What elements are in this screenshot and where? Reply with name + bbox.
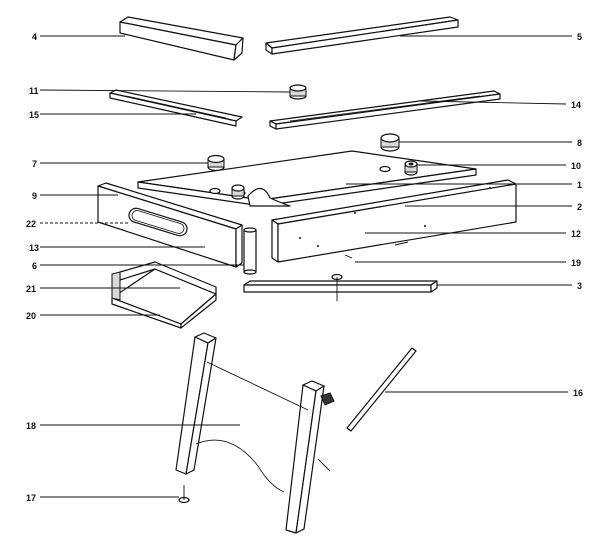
- callout-3: 3: [437, 281, 582, 291]
- svg-text:15: 15: [29, 110, 39, 120]
- part-22-slot: [128, 207, 188, 237]
- callout-7: 7: [32, 159, 208, 169]
- callout-9: 9: [32, 191, 118, 201]
- part-21-tray: [111, 261, 217, 329]
- callout-14: 14: [419, 100, 581, 110]
- part-16-rod: [346, 347, 417, 432]
- callout-2: 2: [405, 202, 582, 212]
- callout-15: 15: [29, 110, 196, 120]
- callout-20: 20: [26, 311, 160, 321]
- callout-16: 16: [385, 388, 583, 398]
- part-10-posts: [231, 160, 418, 200]
- callout-4: 4: [32, 32, 125, 42]
- callout-11: 11: [29, 86, 291, 96]
- svg-text:18: 18: [26, 421, 36, 431]
- svg-text:4: 4: [32, 32, 37, 42]
- svg-text:8: 8: [577, 138, 582, 148]
- part-7-bumper: [207, 154, 225, 172]
- callout-22: 22: [26, 219, 128, 229]
- svg-text:7: 7: [32, 159, 37, 169]
- svg-text:20: 20: [26, 311, 36, 321]
- svg-text:21: 21: [26, 284, 36, 294]
- callout-8: 8: [399, 138, 582, 148]
- callout-5: 5: [400, 32, 582, 42]
- part-19-screw: [344, 241, 409, 259]
- callout-1: 1: [346, 180, 582, 190]
- part-3-crossbar: [243, 273, 438, 301]
- svg-text:2: 2: [577, 202, 582, 212]
- part-18-leg-assembly: [175, 332, 335, 534]
- svg-text:10: 10: [571, 161, 581, 171]
- svg-text:5: 5: [577, 32, 582, 42]
- svg-text:9: 9: [32, 191, 37, 201]
- callout-21: 21: [26, 284, 180, 294]
- svg-text:11: 11: [29, 86, 39, 96]
- cushion-flap: [247, 187, 291, 207]
- svg-text:17: 17: [26, 493, 36, 503]
- svg-text:3: 3: [577, 281, 582, 291]
- part-8-bumper: [380, 133, 400, 152]
- part-6-post: [243, 227, 257, 275]
- svg-text:22: 22: [26, 219, 36, 229]
- callout-13: 13: [29, 243, 205, 253]
- part-11-bumper: [289, 84, 307, 100]
- svg-text:14: 14: [571, 100, 581, 110]
- svg-text:13: 13: [29, 243, 39, 253]
- part-12-right-frame: [271, 179, 517, 263]
- part-5-right-rail: [265, 16, 459, 55]
- callout-18: 18: [26, 421, 240, 431]
- part-14-right-cushion: [269, 90, 501, 130]
- svg-text:1: 1: [577, 180, 582, 190]
- callout-12: 12: [365, 229, 581, 239]
- svg-text:6: 6: [32, 261, 37, 271]
- part-15-left-cushion: [109, 89, 243, 127]
- svg-text:19: 19: [571, 258, 581, 268]
- svg-text:12: 12: [571, 229, 581, 239]
- callout-10: 10: [417, 161, 581, 171]
- callout-6: 6: [32, 261, 244, 271]
- callout-17: 17: [26, 493, 179, 503]
- svg-text:16: 16: [573, 388, 583, 398]
- part-17-foot: [178, 485, 190, 504]
- part-4-left-rail: [119, 16, 244, 61]
- callout-19: 19: [355, 258, 581, 268]
